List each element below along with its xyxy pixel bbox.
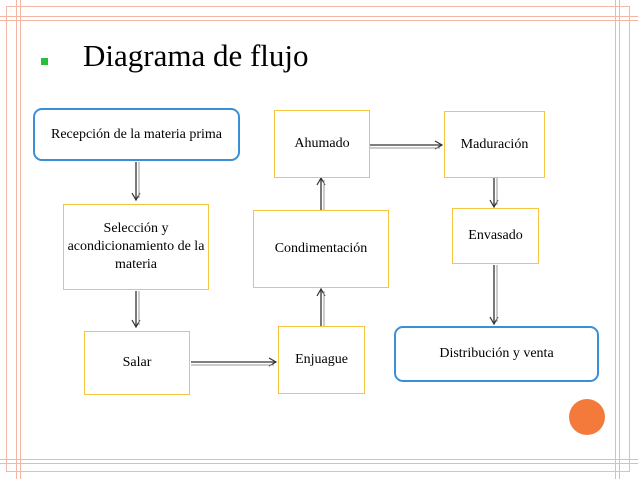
arrow-salar-enjuague <box>191 357 278 367</box>
bullet-icon <box>41 58 48 65</box>
arrow-condimentacion-ahumado <box>316 176 326 210</box>
decorative-circle <box>569 399 605 435</box>
node-ahumado: Ahumado <box>274 110 370 178</box>
frame-line-bottom <box>0 459 638 460</box>
arrow-recepcion-seleccion <box>131 162 141 202</box>
frame-line-top-2 <box>0 20 638 21</box>
arrow-enjuague-condimentacion <box>316 287 326 326</box>
arrow-envasado-distribucion <box>489 265 499 326</box>
node-enjuague: Enjuague <box>278 326 365 394</box>
frame-line-left-2 <box>20 0 21 479</box>
node-recepcion: Recepción de la materia prima <box>33 108 240 161</box>
slide-frame <box>6 6 630 472</box>
slide-title: Diagrama de flujo <box>83 38 309 73</box>
frame-line-left <box>16 0 17 479</box>
arrow-ahumado-maduracion <box>370 140 444 150</box>
node-distribucion: Distribución y venta <box>394 326 599 382</box>
arrow-maduracion-envasado <box>489 178 499 209</box>
node-envasado: Envasado <box>452 208 539 264</box>
node-condimentacion: Condimentación <box>253 210 389 288</box>
node-salar: Salar <box>84 331 190 395</box>
frame-line-bottom-2 <box>0 463 638 464</box>
node-maduracion: Maduración <box>444 111 545 178</box>
frame-line-top <box>0 16 638 17</box>
frame-line-right <box>615 0 616 479</box>
frame-line-right-2 <box>619 0 620 479</box>
node-seleccion: Selección y acondicionamiento de la mate… <box>63 204 209 290</box>
arrow-seleccion-salar <box>131 291 141 329</box>
